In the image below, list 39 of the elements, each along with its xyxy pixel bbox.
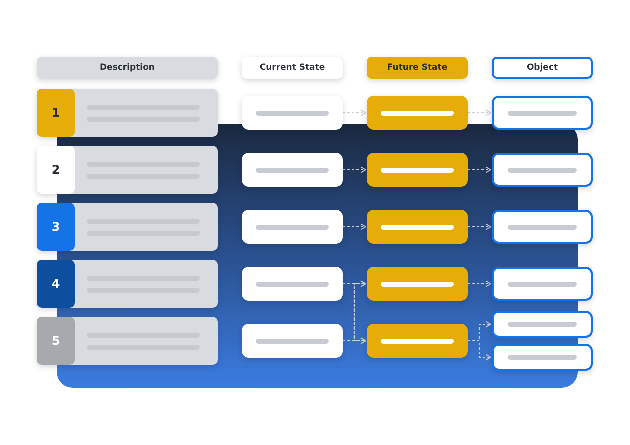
dashed-arrow [343,338,366,344]
column-header: Current State [242,57,343,79]
description-card [37,317,218,365]
object-box [492,210,593,244]
current-state-box [242,267,343,301]
dashed-arrow [468,224,492,230]
object-box [492,344,593,371]
future-state-box [367,267,468,301]
number-badge: 5 [37,317,75,365]
future-state-box [367,324,468,358]
number-badge: 1 [37,89,75,137]
dashed-arrow [468,280,492,288]
dashed-arrow [468,110,492,116]
number-badge: 3 [37,203,75,251]
dashed-arrow [343,224,366,230]
object-box [492,153,593,187]
object-box [492,96,593,130]
dashed-arrow [343,110,366,116]
current-state-box [242,96,343,130]
current-state-box [242,324,343,358]
current-state-box [242,210,343,244]
dashed-arrow [468,340,492,361]
object-box [492,267,593,301]
description-card [37,146,218,194]
current-state-box [242,153,343,187]
object-box [492,311,593,338]
future-state-box [367,153,468,187]
future-state-box [367,210,468,244]
description-card [37,260,218,308]
column-header: Description [37,57,218,79]
column-header: Object [492,57,593,79]
number-badge: 2 [37,146,75,194]
column-header: Future State [367,57,468,79]
description-card [37,203,218,251]
dashed-arrow [343,166,366,174]
description-card [37,89,218,137]
future-state-box [367,96,468,130]
dashed-arrow [468,166,492,174]
number-badge: 4 [37,260,75,308]
